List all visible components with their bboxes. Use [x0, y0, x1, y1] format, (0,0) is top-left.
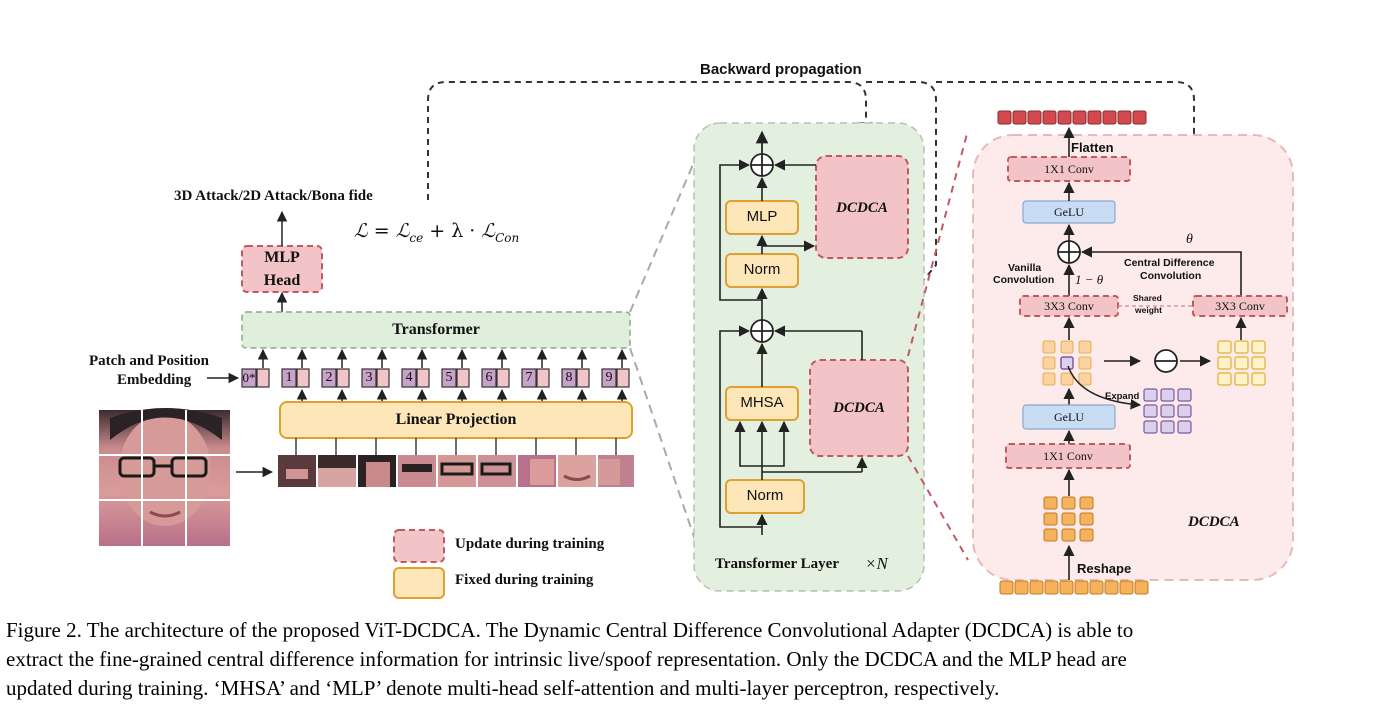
mlp-label: MLP — [746, 208, 778, 225]
figure-caption: Figure 2. The architecture of the propos… — [6, 616, 1388, 703]
backward-propagation-label: Backward propagation — [700, 61, 862, 78]
patch-tokens — [241, 368, 630, 388]
mhsa-label: MHSA — [740, 394, 784, 411]
caption-line-2: extract the fine-grained central differe… — [6, 647, 1127, 671]
token-label-0: 0* — [242, 370, 256, 385]
reshape-label: Reshape — [1077, 561, 1132, 576]
norm-top-label: Norm — [743, 261, 781, 278]
reshaped-grid — [1043, 496, 1094, 542]
cdc-label-2: Convolution — [1140, 270, 1202, 282]
conv1x1-top-label: 1X1 Conv — [1044, 162, 1094, 176]
token-label-3: 3 — [365, 370, 373, 385]
legend-fixed-label: Fixed during training — [455, 572, 594, 588]
shared-label-2: weight — [1135, 305, 1162, 315]
conv1x1-bottom-box — [1005, 443, 1131, 469]
embedding-label-2: Embedding — [117, 372, 192, 388]
gelu-top-label: GeLU — [1054, 205, 1084, 219]
transformer-box — [241, 311, 631, 349]
token-label-1: 1 — [285, 370, 293, 385]
face-patches — [278, 455, 634, 487]
token-label-4: 4 — [405, 370, 413, 385]
flatten-label: Flatten — [1071, 140, 1114, 155]
caption-line-1: Figure 2. The architecture of the propos… — [6, 618, 1134, 642]
one-minus-theta-label: 1 − θ — [1075, 272, 1104, 287]
gelu-bottom-box — [1022, 404, 1116, 430]
token-label-2: 2 — [325, 370, 333, 385]
legend-update-swatch — [393, 529, 445, 563]
layer-repeat-label: ×N — [865, 554, 888, 573]
dcdca-top-label: DCDCA — [836, 200, 888, 216]
output-tokens — [997, 110, 1147, 125]
gelu-bottom-label: GeLU — [1054, 410, 1084, 424]
conv1x1-bottom-label: 1X1 Conv — [1043, 449, 1093, 463]
norm-bottom-label: Norm — [746, 487, 784, 504]
embedding-label-1: Patch and Position — [89, 353, 210, 369]
caption-line-3: updated during training. ‘MHSA’ and ‘MLP… — [6, 676, 1000, 700]
cdc-label-1: Central Difference — [1124, 257, 1215, 269]
token-label-9: 9 — [605, 370, 613, 385]
conv3x3-right-label: 3X3 Conv — [1215, 299, 1265, 313]
backward-propagation-paths — [427, 81, 1201, 352]
vanilla-label-2: Convolution — [993, 274, 1055, 286]
token-label-7: 7 — [525, 370, 533, 385]
norm-bottom-box — [725, 479, 805, 514]
legend-fixed-swatch — [393, 567, 445, 599]
feature-grid-left — [1042, 340, 1092, 386]
token-label-8: 8 — [565, 370, 573, 385]
figure-graphics — [99, 81, 1294, 599]
difference-grid — [1217, 340, 1266, 386]
linear-projection-label: Linear Projection — [395, 411, 517, 428]
dcdca-bottom-label: DCDCA — [833, 400, 885, 416]
transformer-label: Transformer — [392, 321, 480, 338]
vanilla-label-1: Vanilla — [1008, 262, 1042, 274]
dcdca-bottom-box — [809, 359, 909, 457]
transformer-layer-label: Transformer Layer — [715, 556, 839, 572]
dcdca-top-box — [815, 155, 909, 259]
face-image — [99, 408, 230, 546]
conv3x3-right-box — [1192, 295, 1288, 317]
architecture-figure: Backward propagation 3D Attack/2D Attack… — [89, 61, 1294, 599]
theta-label: θ — [1186, 232, 1193, 247]
dcdca-detail-label: DCDCA — [1188, 514, 1240, 530]
output-classes-label: 3D Attack/2D Attack/Bona fide — [174, 188, 373, 204]
legend-update-label: Update during training — [455, 536, 605, 552]
mlp-head-label-2: Head — [263, 272, 301, 289]
loss-formula: ℒ = ℒce + λ · ℒCon — [354, 220, 520, 245]
token-label-6: 6 — [485, 370, 493, 385]
mlp-head-label-1: MLP — [264, 249, 300, 266]
token-label-5: 5 — [445, 370, 453, 385]
conv1x1-top-box — [1007, 156, 1131, 182]
expanded-grid — [1143, 388, 1192, 434]
input-tokens — [999, 580, 1149, 595]
conv3x3-left-label: 3X3 Conv — [1044, 299, 1094, 313]
expand-label: Expand — [1105, 391, 1140, 402]
shared-label-1: Shared — [1133, 293, 1162, 303]
